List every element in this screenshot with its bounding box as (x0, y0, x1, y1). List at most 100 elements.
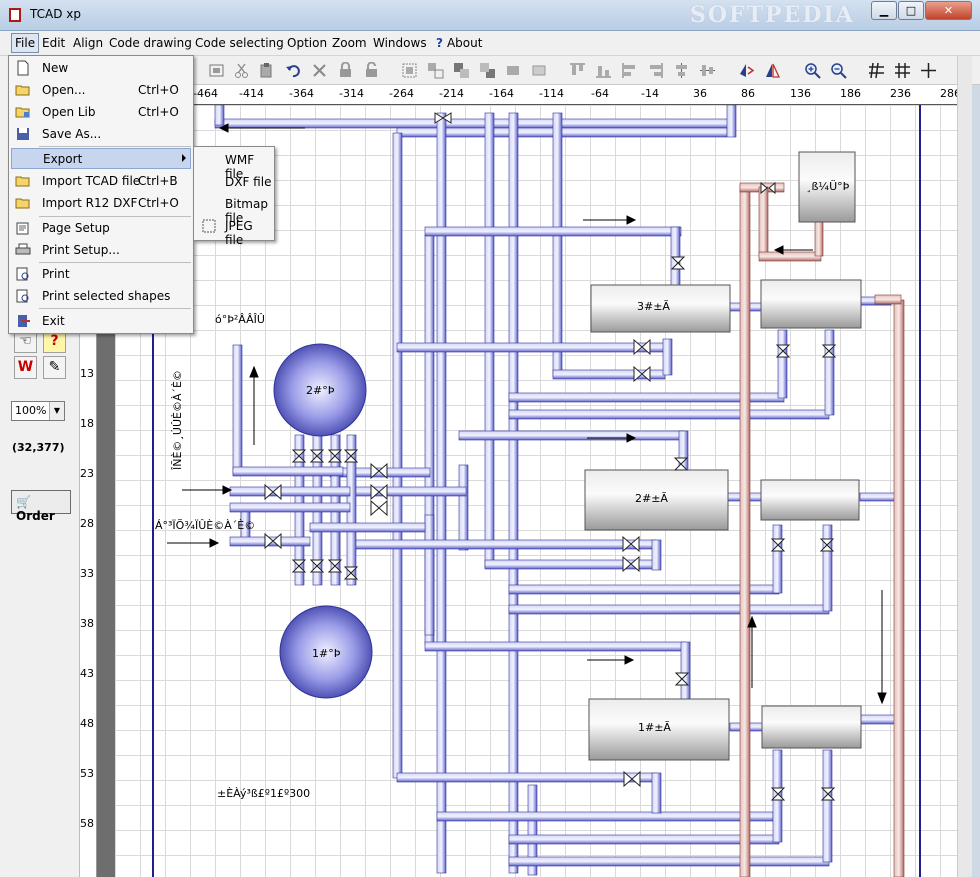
softpedia-watermark: SOFTPEDIA (690, 2, 855, 28)
bring-front-icon[interactable] (453, 62, 470, 79)
backward-icon[interactable] (531, 62, 548, 79)
hand-w-icon: W (17, 359, 34, 375)
menu-file[interactable]: File (11, 33, 40, 53)
menu-item-print[interactable]: Print (11, 264, 191, 285)
align-icon[interactable] (208, 62, 225, 79)
unlock-icon[interactable] (363, 62, 380, 79)
unit-3-label: 3#±Ã (637, 300, 670, 313)
valves (264, 112, 837, 801)
unit-1[interactable] (588, 698, 730, 761)
delete-icon[interactable] (311, 62, 328, 79)
align-left-icon[interactable] (621, 62, 638, 79)
menu-item-new[interactable]: New (11, 58, 191, 79)
group-icon[interactable] (401, 62, 418, 79)
lock-icon[interactable] (337, 62, 354, 79)
ruler-v-label: 33 (80, 567, 94, 580)
unit-3-receiver[interactable] (760, 279, 862, 329)
menu-item-print-selected[interactable]: Print selected shapes (11, 286, 191, 307)
order-button[interactable]: 🛒 Order (11, 490, 71, 523)
drawing-canvas[interactable]: 2#°Þ 1#°Þ 3#±Ã 2#±Ã 1#±Ã ¸ß¼Ü°Þ ó°Þ²ÂÂÎÛ… (115, 105, 970, 877)
ruler-h-label: 136 (790, 87, 811, 100)
maximize-button[interactable]: □ (898, 1, 924, 20)
cut-icon[interactable] (233, 62, 250, 79)
unit-2-label: 2#±Ã (635, 492, 668, 505)
send-back-icon[interactable] (479, 62, 496, 79)
tank-top-label: 2#°Þ (306, 384, 335, 397)
ruler-v-label: 13 (80, 367, 94, 380)
unit-3[interactable] (590, 284, 731, 333)
ruler-v-label: 48 (80, 717, 94, 730)
unit-1-receiver[interactable] (761, 705, 862, 749)
chevron-down-icon[interactable]: ▼ (49, 402, 64, 420)
menu-code-selecting[interactable]: Code selecting (195, 36, 284, 50)
vertical-scrollbar[interactable] (957, 56, 972, 877)
export-bitmap[interactable]: Bitmap file (225, 197, 268, 225)
export-jpeg[interactable]: JPEG file (196, 216, 272, 247)
menu-item-print-setup[interactable]: Print Setup... (11, 240, 191, 261)
align-top-icon[interactable] (569, 62, 586, 79)
align-bottom-icon[interactable] (595, 62, 612, 79)
app-icon[interactable] (9, 8, 21, 22)
ruler-h-label: -64 (591, 87, 609, 100)
unit-2[interactable] (584, 469, 729, 531)
menu-separator (39, 146, 191, 147)
snap-grid-icon[interactable] (868, 62, 885, 79)
ungroup-icon[interactable] (427, 62, 444, 79)
menu-item-exit[interactable]: Exit (11, 311, 191, 332)
close-button[interactable]: ✕ (925, 1, 972, 20)
exit-icon (18, 315, 30, 327)
tank-bottom[interactable] (279, 605, 373, 699)
menu-item-export[interactable]: Export (11, 148, 191, 169)
menu-about[interactable]: ?About (436, 36, 483, 50)
center-h-icon[interactable] (673, 62, 690, 79)
grid-icon[interactable] (894, 62, 911, 79)
forward-icon[interactable] (505, 62, 522, 79)
undo-icon[interactable] (285, 62, 302, 79)
title-bar: TCAD xp SOFTPEDIA ▁ □ ✕ (0, 0, 980, 31)
menu-windows[interactable]: Windows (373, 36, 427, 50)
paste-icon[interactable] (258, 62, 275, 79)
toolbar (193, 56, 980, 85)
menu-zoom[interactable]: Zoom (332, 36, 367, 50)
pencil-tool-button[interactable]: ✎ (43, 356, 66, 379)
zoom-in-icon[interactable] (804, 62, 821, 79)
printer-icon (15, 243, 31, 255)
export-dxf[interactable]: DXF file (225, 175, 272, 189)
menu-code-drawing[interactable]: Code drawing (109, 36, 192, 50)
menu-align[interactable]: Align (73, 36, 104, 50)
menu-item-open[interactable]: Open...Ctrl+O (11, 80, 191, 101)
minimize-button[interactable]: ▁ (871, 1, 897, 20)
ruler-h-label: -314 (339, 87, 364, 100)
center-v-icon[interactable] (699, 62, 716, 79)
menu-item-page-setup[interactable]: Page Setup (11, 218, 191, 239)
header-box-label: ¸ß¼Ü°Þ (806, 180, 850, 193)
open-folder-icon (15, 85, 30, 96)
menu-option[interactable]: Option (287, 36, 328, 50)
zoom-out-icon[interactable] (830, 62, 847, 79)
menu-item-save-as[interactable]: Save As... (11, 124, 191, 145)
flip-horizontal-icon[interactable] (738, 62, 755, 79)
align-right-icon[interactable] (647, 62, 664, 79)
header-box[interactable] (798, 151, 856, 223)
zoom-dropdown[interactable]: 100%▼ (11, 401, 65, 421)
unit-1-label: 1#±Ã (638, 721, 671, 734)
export-wmf[interactable]: WMF file (225, 153, 255, 181)
ruler-h-label: -464 (193, 87, 218, 100)
cursor-coordinates: (32,377) (12, 441, 65, 454)
export-submenu: WMF file DXF file Bitmap file JPEG file (193, 146, 275, 247)
tank-top[interactable] (273, 343, 367, 437)
cross-grid-icon[interactable] (920, 62, 937, 79)
menu-edit[interactable]: Edit (42, 36, 66, 50)
hand-w-tool-button[interactable]: W (14, 356, 37, 379)
menu-bar: File Edit Align Code drawing Code select… (0, 31, 980, 56)
minimize-icon: ▁ (879, 4, 889, 17)
unit-2-receiver[interactable] (760, 479, 860, 521)
flip-vertical-icon[interactable] (764, 62, 781, 79)
ruler-v-label: 53 (80, 767, 94, 780)
ruler-h-label: -164 (489, 87, 514, 100)
ruler-h-label: 286 (940, 87, 961, 100)
